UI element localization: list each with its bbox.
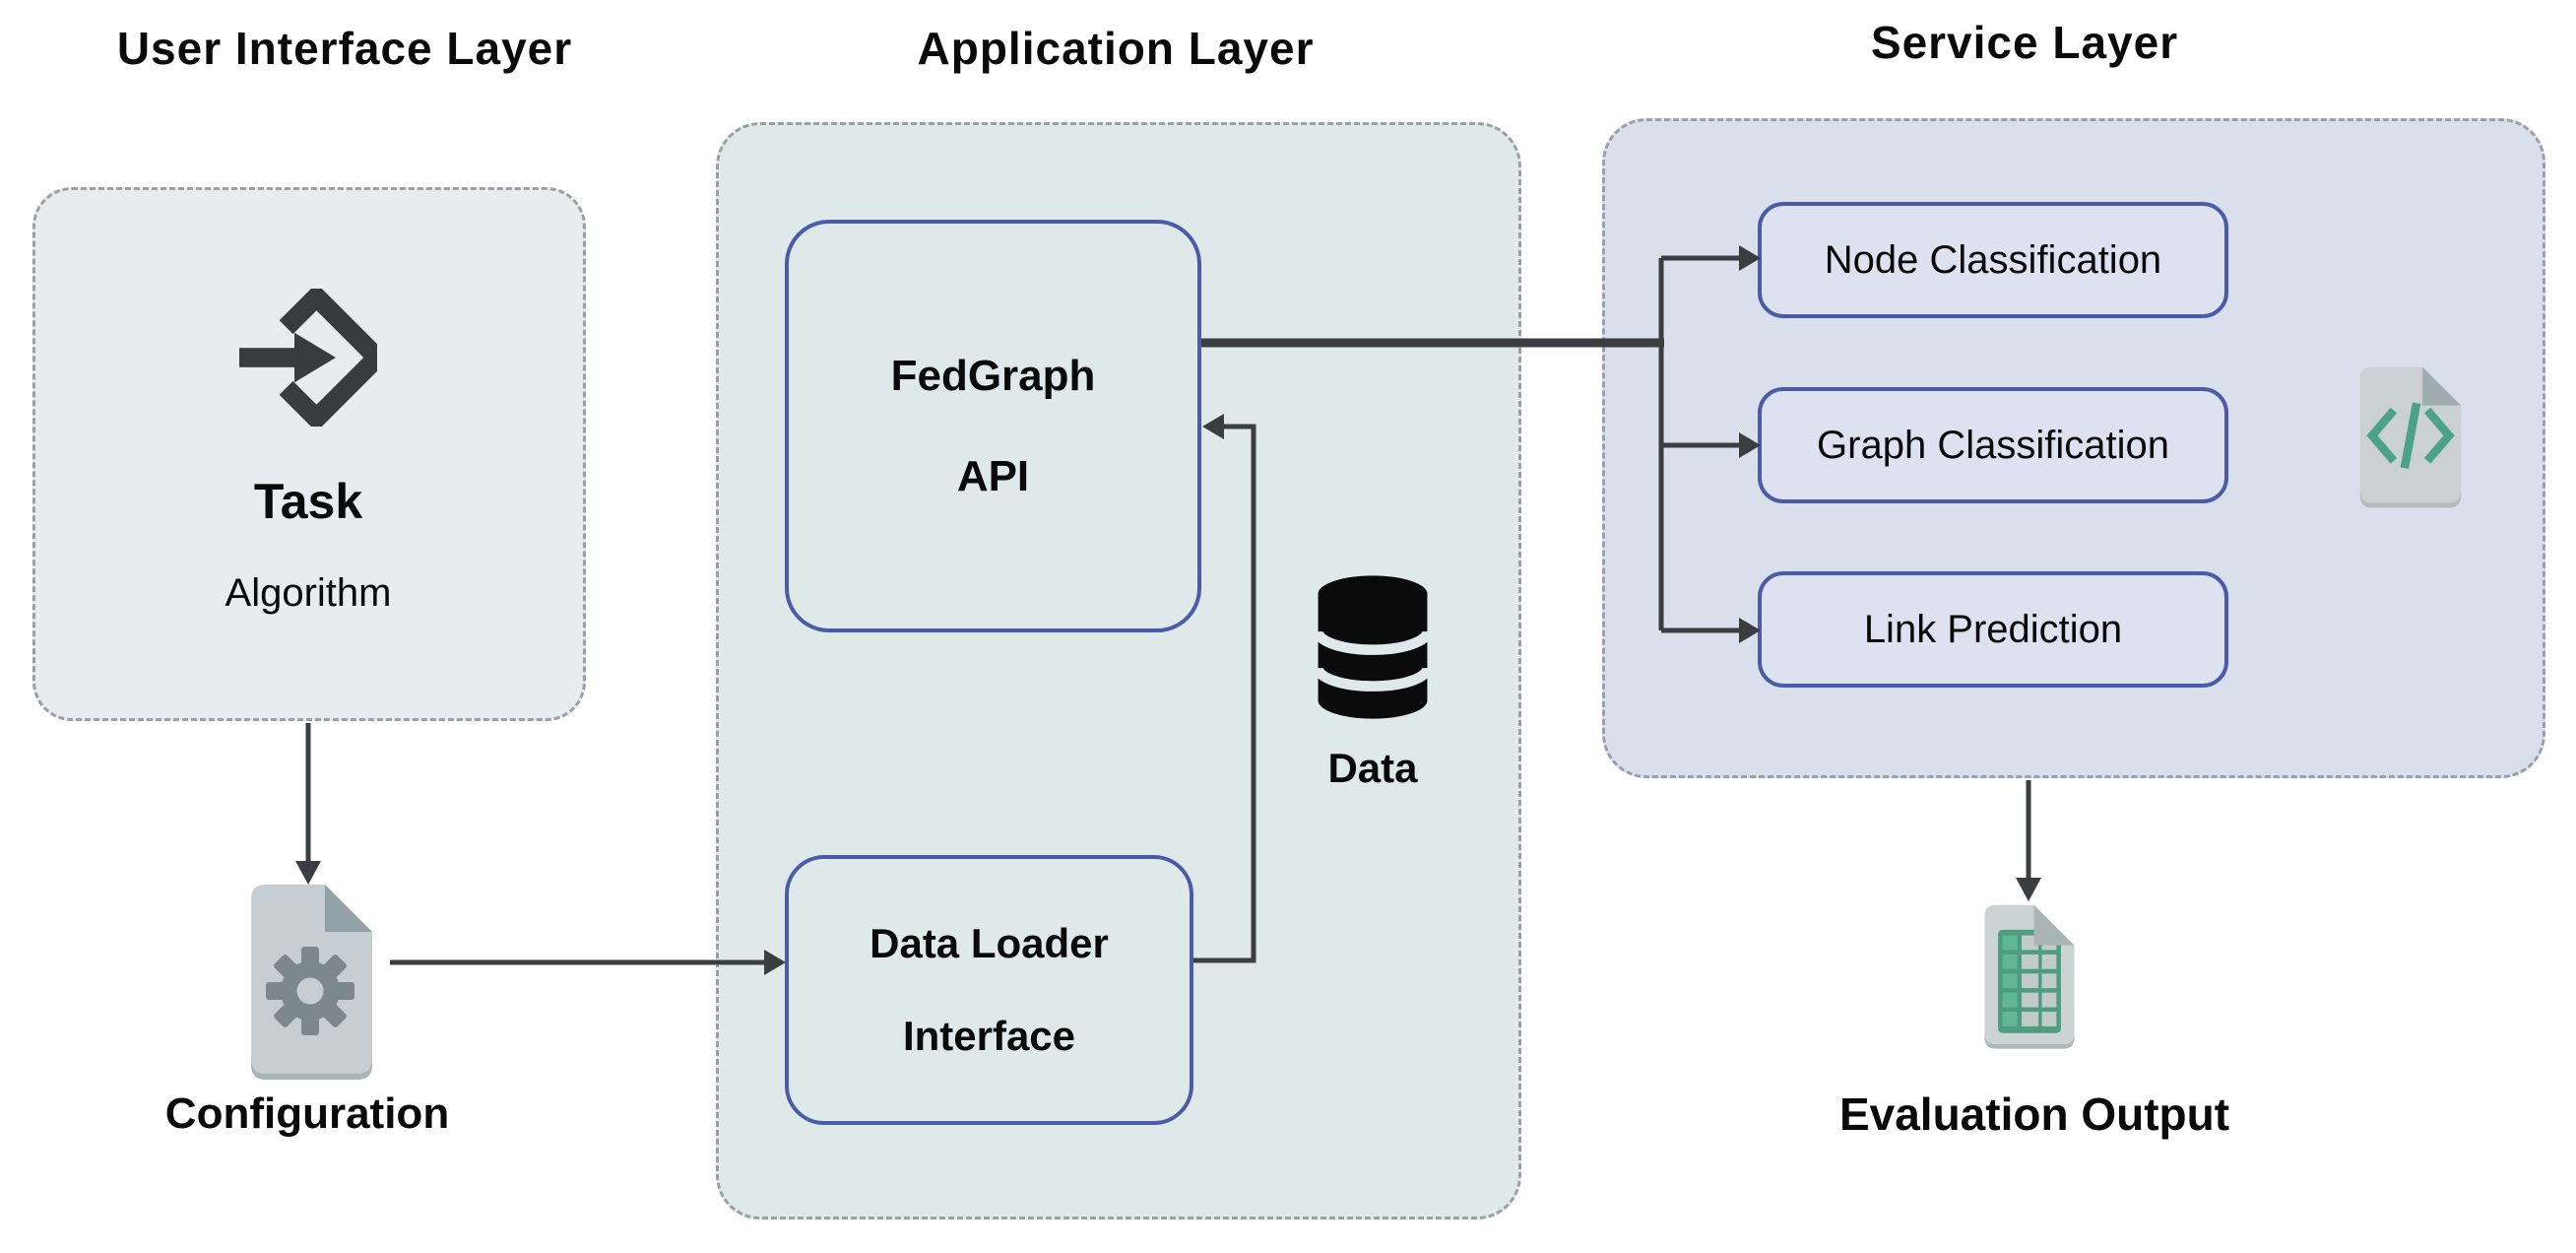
data-label: Data: [1327, 745, 1418, 791]
task-label: Task: [253, 474, 363, 529]
graph-classification-label: Graph Classification: [1817, 423, 2169, 467]
database-icon: [1313, 575, 1433, 719]
fedgraph-api-box: FedGraph API: [785, 220, 1201, 632]
application-layer-title: Application Layer: [917, 23, 1315, 74]
table-grid-glyph: [1998, 929, 2061, 1033]
graph-classification-box: Graph Classification: [1758, 387, 2228, 503]
ui-layer-title: User Interface Layer: [116, 23, 573, 74]
fedgraph-api-label-line2: API: [956, 451, 1030, 500]
link-prediction-label: Link Prediction: [1863, 607, 2123, 651]
node-classification-label: Node Classification: [1824, 237, 2162, 282]
task-input-icon: [239, 289, 377, 427]
spreadsheet-file-icon: [1984, 904, 2075, 1049]
configuration-label: Configuration: [164, 1089, 450, 1138]
service-layer-title: Service Layer: [1870, 17, 2179, 68]
ui-layer-panel: [32, 187, 586, 721]
code-file-icon: [2359, 366, 2462, 508]
fedgraph-api-label-line1: FedGraph: [890, 351, 1096, 400]
arrowhead-down-evaluation: [2016, 878, 2041, 901]
data-loader-interface-box: Data Loader Interface: [785, 855, 1193, 1125]
code-brackets-glyph: [2366, 402, 2455, 469]
algorithm-label: Algorithm: [225, 571, 392, 615]
gear-document-icon: [251, 885, 372, 1080]
link-prediction-box: Link Prediction: [1758, 571, 2228, 688]
node-classification-box: Node Classification: [1758, 202, 2228, 318]
data-loader-label-line2: Interface: [902, 1013, 1076, 1059]
gear-icon: [266, 947, 354, 1035]
evaluation-output-label: Evaluation Output: [1838, 1088, 2230, 1140]
data-loader-label-line1: Data Loader: [869, 920, 1109, 966]
